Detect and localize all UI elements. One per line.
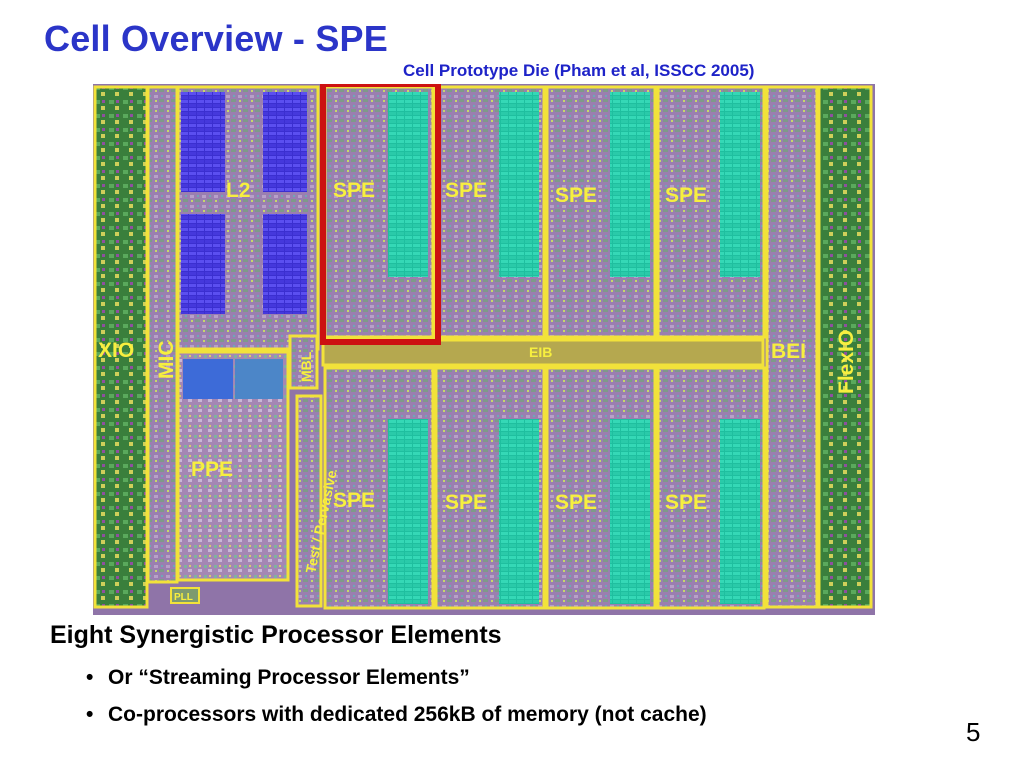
bullet-text: Or “Streaming Processor Elements” bbox=[108, 666, 470, 689]
eib-bus bbox=[321, 338, 765, 367]
label-spe-bottom-3: SPE bbox=[555, 491, 597, 514]
spe-top-3 bbox=[545, 85, 657, 339]
spe-bottom-4 bbox=[656, 366, 766, 610]
mic-block bbox=[146, 85, 179, 584]
bullet-list: • Or “Streaming Processor Elements” • Co-p… bbox=[82, 663, 707, 737]
xio-block bbox=[93, 85, 149, 609]
spe-top-2 bbox=[434, 85, 546, 339]
die-caption: Cell Prototype Die (Pham et al, ISSCC 20… bbox=[403, 61, 755, 80]
spe-bottom-1 bbox=[323, 366, 435, 610]
label-ppe: PPE bbox=[191, 458, 233, 481]
page-number: 5 bbox=[966, 717, 981, 747]
spe-highlight-box bbox=[320, 84, 441, 345]
test-pervasive-block bbox=[295, 394, 323, 608]
label-spe-top-3: SPE bbox=[555, 184, 597, 207]
spe-top-4 bbox=[656, 85, 766, 339]
spe-bottom-3 bbox=[545, 366, 657, 610]
ppe-block bbox=[176, 350, 290, 582]
label-spe-bottom-4: SPE bbox=[665, 491, 707, 514]
bullet-dot-icon: • bbox=[86, 666, 94, 689]
label-spe-top-2: SPE bbox=[445, 179, 487, 202]
mbl-block bbox=[288, 334, 319, 390]
bullet-item: • Co-processors with dedicated 256kB of m… bbox=[82, 700, 707, 737]
label-bei: BEI bbox=[771, 340, 806, 363]
label-pll: PLL bbox=[174, 592, 193, 603]
label-spe-top-4: SPE bbox=[665, 184, 707, 207]
spe-bottom-2 bbox=[434, 366, 546, 610]
label-spe-bottom-1: SPE bbox=[333, 489, 375, 512]
l2-block bbox=[176, 85, 320, 351]
label-spe-top-1: SPE bbox=[333, 179, 375, 202]
bullet-dot-icon: • bbox=[86, 703, 94, 726]
label-xio: XIO bbox=[98, 339, 134, 362]
label-mic: MIC bbox=[155, 341, 178, 380]
spe-top-1 bbox=[323, 85, 435, 339]
bullet-item: • Or “Streaming Processor Elements” bbox=[82, 663, 707, 700]
pll-block bbox=[170, 587, 200, 604]
label-spe-bottom-2: SPE bbox=[445, 491, 487, 514]
label-eib: EIB bbox=[529, 344, 552, 360]
section-heading: Eight Synergistic Processor Elements bbox=[50, 621, 502, 649]
flexio-block bbox=[817, 85, 873, 609]
bullet-text: Co-processors with dedicated 256kB of me… bbox=[108, 703, 707, 726]
bei-block bbox=[765, 85, 819, 609]
slide-title: Cell Overview - SPE bbox=[44, 18, 388, 59]
cell-die-photo: XIO MIC L2 PPE MBL Test / Pervasive PLL … bbox=[93, 84, 875, 615]
label-mbl: MBL bbox=[298, 351, 314, 382]
label-l2: L2 bbox=[226, 179, 251, 202]
label-flexio: FlexIO bbox=[835, 330, 858, 394]
